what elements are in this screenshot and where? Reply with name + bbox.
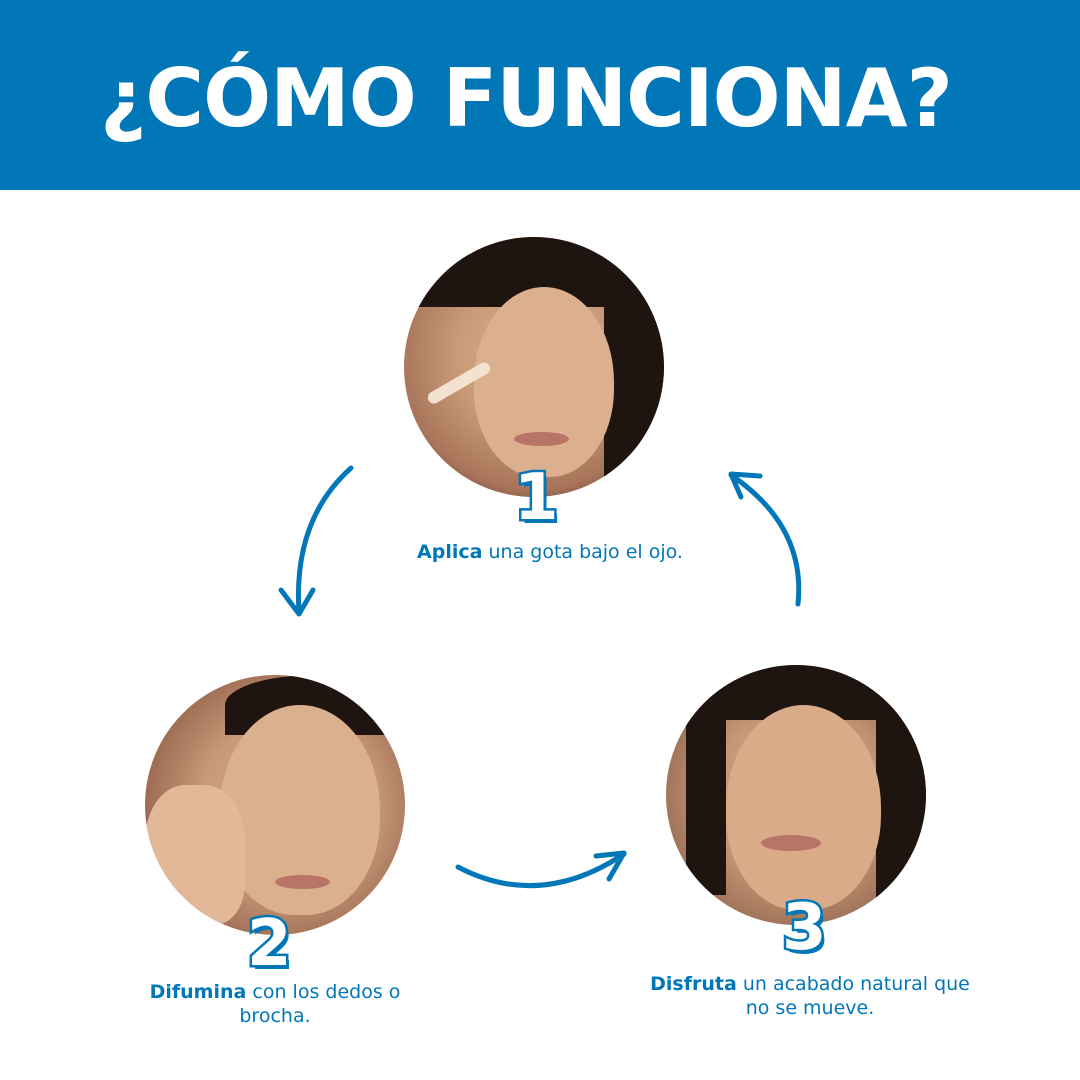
step-3-bold: Disfruta [650,973,737,995]
header-banner: ¿CÓMO FUNCIONA? [0,0,1080,190]
step-2-bold: Difumina [149,981,247,1003]
step-2-number: 2 [245,907,294,981]
step-2-photo [145,675,405,935]
step-1-text: una gota bajo el ojo. [482,541,683,563]
step-3-number: 3 [780,891,829,965]
step-3-caption: Disfruta un acabado natural que no se mu… [650,972,970,1020]
step-3-photo [666,665,926,925]
step-2-text: con los dedos o brocha. [239,981,401,1027]
step-1-caption: Aplica una gota bajo el ojo. [380,540,720,564]
page-title: ¿CÓMO FUNCIONA? [100,52,953,145]
step-2-caption: Difumina con los dedos o brocha. [140,980,410,1028]
step-1-photo [404,237,664,497]
step-1-bold: Aplica [417,541,483,563]
step-1-number: 1 [512,461,561,535]
step-3-text: un acabado natural que no se mueve. [736,973,970,1019]
